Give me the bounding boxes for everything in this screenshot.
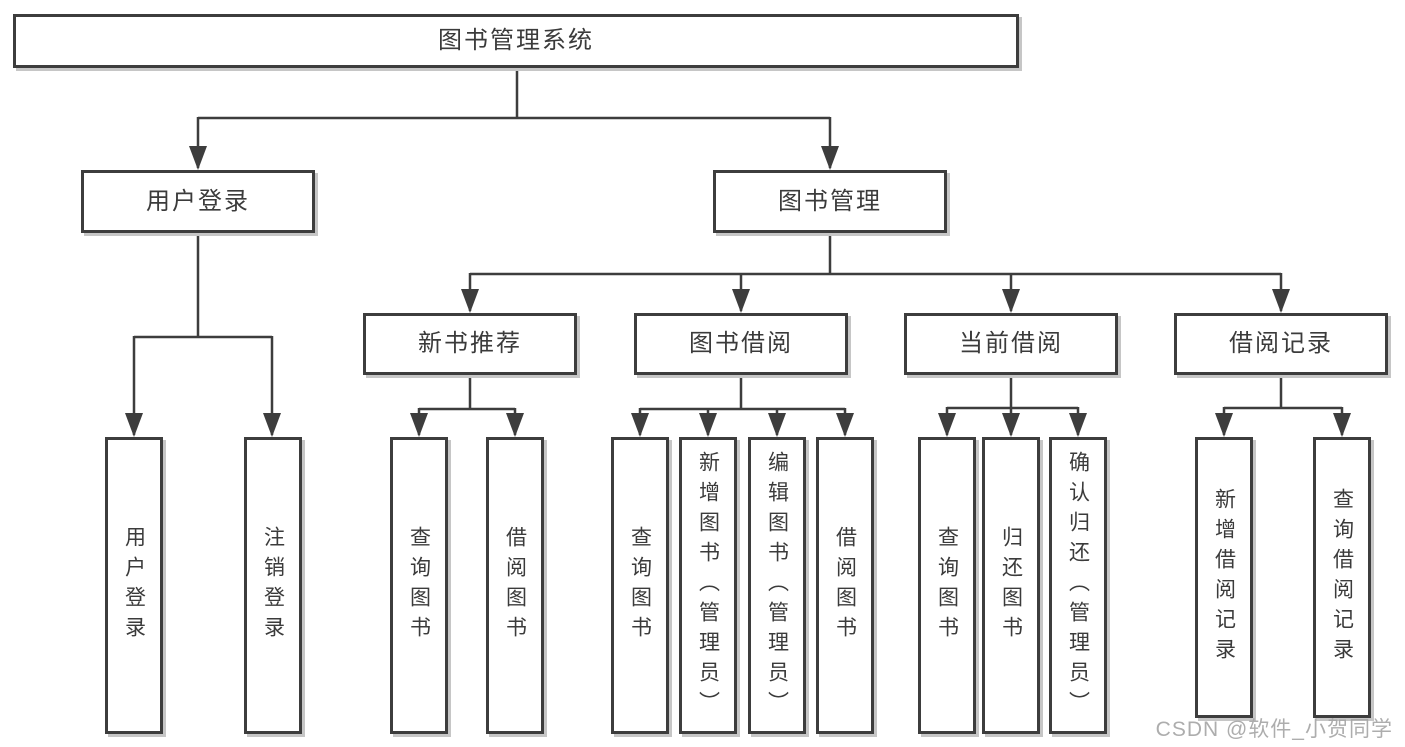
leaf-query-books-recommend-label: 查询图书 <box>407 525 431 646</box>
leaf-return-books: 归还图书 <box>982 437 1040 734</box>
leaf-query-borrow-record-label: 查询借阅记录 <box>1330 487 1354 668</box>
leaf-query-books-current-label: 查询图书 <box>935 525 959 646</box>
leaf-query-books-borrow-label: 查询图书 <box>628 525 652 646</box>
leaf-logout-label: 注销登录 <box>261 525 285 646</box>
leaf-confirm-return-admin-label: 确认归还（管理员） <box>1066 450 1090 721</box>
leaf-query-books-borrow: 查询图书 <box>611 437 669 734</box>
leaf-add-books-admin: 新增图书（管理员） <box>679 437 737 734</box>
leaf-add-borrow-record: 新增借阅记录 <box>1195 437 1253 718</box>
node-borrow-records-label: 借阅记录 <box>1229 330 1333 357</box>
node-new-book-recommend: 新书推荐 <box>363 313 577 375</box>
leaf-query-books-current: 查询图书 <box>918 437 976 734</box>
leaf-query-books-recommend: 查询图书 <box>390 437 448 734</box>
leaf-confirm-return-admin: 确认归还（管理员） <box>1049 437 1107 734</box>
tree-connector-lines <box>132 68 1344 435</box>
node-borrow-records: 借阅记录 <box>1174 313 1388 375</box>
leaf-add-borrow-record-label: 新增借阅记录 <box>1212 487 1236 668</box>
node-book-management: 图书管理 <box>713 170 947 233</box>
leaf-add-books-admin-label: 新增图书（管理员） <box>696 450 720 721</box>
csdn-watermark: CSDN @软件_小贺同学 <box>1155 718 1393 741</box>
leaf-logout: 注销登录 <box>244 437 302 734</box>
node-book-borrow-label: 图书借阅 <box>689 330 793 357</box>
leaf-borrow-books: 借阅图书 <box>816 437 874 734</box>
node-root-system: 图书管理系统 <box>13 14 1019 68</box>
node-book-management-label: 图书管理 <box>778 187 882 215</box>
leaf-return-books-label: 归还图书 <box>999 525 1023 646</box>
leaf-user-login: 用户登录 <box>105 437 163 734</box>
leaf-query-borrow-record: 查询借阅记录 <box>1313 437 1371 718</box>
node-current-borrow: 当前借阅 <box>904 313 1118 375</box>
node-root-label: 图书管理系统 <box>438 27 594 54</box>
arrowheads <box>125 146 1351 437</box>
node-new-book-recommend-label: 新书推荐 <box>418 330 522 357</box>
leaf-user-login-label: 用户登录 <box>122 525 146 646</box>
node-user-login: 用户登录 <box>81 170 315 233</box>
node-user-login-label: 用户登录 <box>146 187 250 215</box>
leaf-borrow-books-recommend: 借阅图书 <box>486 437 544 734</box>
node-book-borrow: 图书借阅 <box>634 313 848 375</box>
node-current-borrow-label: 当前借阅 <box>959 330 1063 357</box>
leaf-edit-books-admin-label: 编辑图书（管理员） <box>765 450 789 721</box>
leaf-borrow-books-label: 借阅图书 <box>833 525 857 646</box>
leaf-borrow-books-recommend-label: 借阅图书 <box>503 525 527 646</box>
leaf-edit-books-admin: 编辑图书（管理员） <box>748 437 806 734</box>
